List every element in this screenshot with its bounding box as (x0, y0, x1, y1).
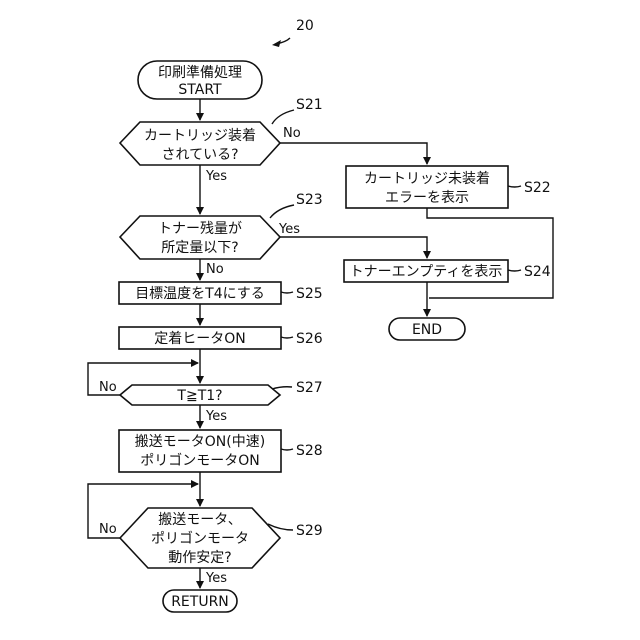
end-label: END (412, 322, 442, 338)
s29-yes-label: Yes (205, 571, 227, 586)
s29-line3: 動作安定? (168, 550, 231, 566)
s28-line2: ポリゴンモータON (140, 452, 260, 469)
s23-yes-label: Yes (278, 222, 300, 237)
s21-no-label: No (283, 126, 301, 141)
s29-line2: ポリゴンモータ (151, 530, 249, 547)
s25-step-label: S25 (296, 286, 323, 302)
s22-step-label: S22 (524, 180, 551, 196)
s23-step-label: S23 (296, 192, 323, 208)
s28-step-label: S28 (296, 443, 323, 459)
s27-no-label: No (99, 380, 117, 395)
figure-number-arrowhead (272, 40, 281, 47)
s28-step-leader (281, 449, 293, 450)
start-label-line1: 印刷準備処理 (158, 65, 242, 81)
s28-line1: 搬送モータON(中速) (135, 434, 265, 450)
line-s22-merge (427, 208, 553, 298)
s21-yes-label: Yes (205, 169, 227, 184)
s25-text: 目標温度をT4にする (135, 286, 265, 302)
s22-step-leader (508, 186, 521, 187)
arrow-s21-no (280, 143, 427, 164)
s22-line2: エラーを表示 (385, 190, 469, 206)
s23-step-leader (270, 205, 294, 218)
s23-no-label: No (206, 262, 224, 277)
s23-line1: トナー残量が (158, 221, 242, 237)
s21-step-leader (272, 110, 294, 124)
s23-line2: 所定量以下? (161, 240, 238, 256)
s24-step-label: S24 (524, 264, 551, 280)
s21-line2: されている? (161, 147, 238, 163)
s24-step-leader (508, 270, 521, 271)
s26-step-leader (281, 337, 293, 338)
s25-step-leader (281, 292, 293, 293)
s29-no-label: No (99, 522, 117, 537)
s26-text: 定着ヒータON (154, 331, 246, 347)
s29-line1: 搬送モータ、 (158, 512, 242, 528)
s27-step-leader (272, 387, 292, 389)
s22-line1: カートリッジ未装着 (364, 171, 490, 187)
arrow-s23-yes (280, 237, 427, 258)
s29-step-label: S29 (296, 523, 323, 539)
s27-text: T≧T1? (176, 388, 222, 404)
s26-step-label: S26 (296, 331, 323, 347)
figure-number: 20 (296, 18, 314, 34)
start-label-line2: START (178, 82, 222, 98)
s27-step-label: S27 (296, 380, 323, 396)
s21-line1: カートリッジ装着 (144, 128, 256, 144)
s21-step-label: S21 (296, 97, 323, 113)
s24-text: トナーエンプティを表示 (350, 264, 503, 280)
return-label: RETURN (171, 594, 229, 610)
s27-yes-label: Yes (205, 409, 227, 424)
